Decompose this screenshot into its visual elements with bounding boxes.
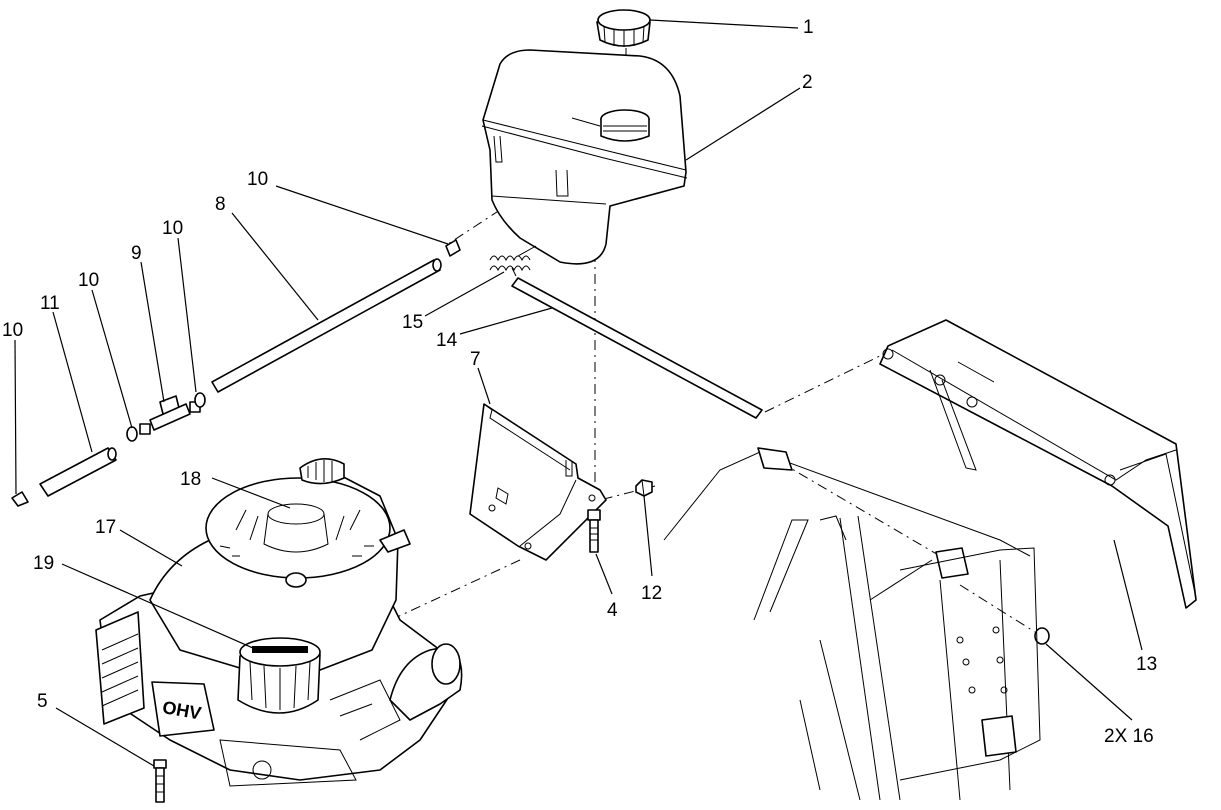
bolt-part-5 <box>153 759 167 803</box>
callout-13: 13 <box>1136 654 1157 675</box>
short-hose-part <box>39 447 117 497</box>
callout-4: 4 <box>607 600 618 621</box>
callout-16: 2X 16 <box>1104 726 1154 747</box>
callout-15: 15 <box>402 312 423 333</box>
hose-clamp-part <box>11 491 29 507</box>
shutoff-valve-part <box>139 395 201 435</box>
callout-10: 10 <box>78 270 99 291</box>
callout-9: 9 <box>131 243 142 264</box>
callout-10: 10 <box>247 169 268 190</box>
callout-5: 5 <box>37 691 48 712</box>
bolt-part-4 <box>587 509 601 553</box>
callout-10: 10 <box>162 218 183 239</box>
callout-11: 11 <box>40 293 60 314</box>
control-rod-part <box>511 277 763 419</box>
fuel-line-part <box>211 258 442 393</box>
callout-18: 18 <box>180 469 201 490</box>
callout-10: 10 <box>2 320 23 341</box>
frame-guard-part <box>879 319 1197 609</box>
callout-7: 7 <box>470 349 481 370</box>
leader-lines <box>14 19 1143 767</box>
bolt-part-12 <box>635 479 653 497</box>
pin-part <box>1034 627 1050 645</box>
callout-12: 12 <box>641 583 662 604</box>
callout-14: 14 <box>436 330 458 351</box>
machine-chassis-part <box>663 447 1041 801</box>
callout-labels: 1 2 10 8 10 9 10 11 10 15 14 7 18 17 19 … <box>2 17 1157 747</box>
callout-1: 1 <box>803 17 814 38</box>
assembly-centerlines <box>394 48 1036 633</box>
fuel-cap-part <box>596 9 651 47</box>
mounting-bracket-part <box>469 403 607 561</box>
hose-clamp-part <box>445 239 461 257</box>
callout-8: 8 <box>215 194 226 215</box>
engine-part: OHV <box>95 458 463 787</box>
callout-19: 19 <box>33 553 54 574</box>
fuel-tank-part <box>481 49 688 265</box>
spring-part <box>489 245 537 277</box>
callout-2: 2 <box>802 72 813 93</box>
callout-17: 17 <box>95 517 116 538</box>
